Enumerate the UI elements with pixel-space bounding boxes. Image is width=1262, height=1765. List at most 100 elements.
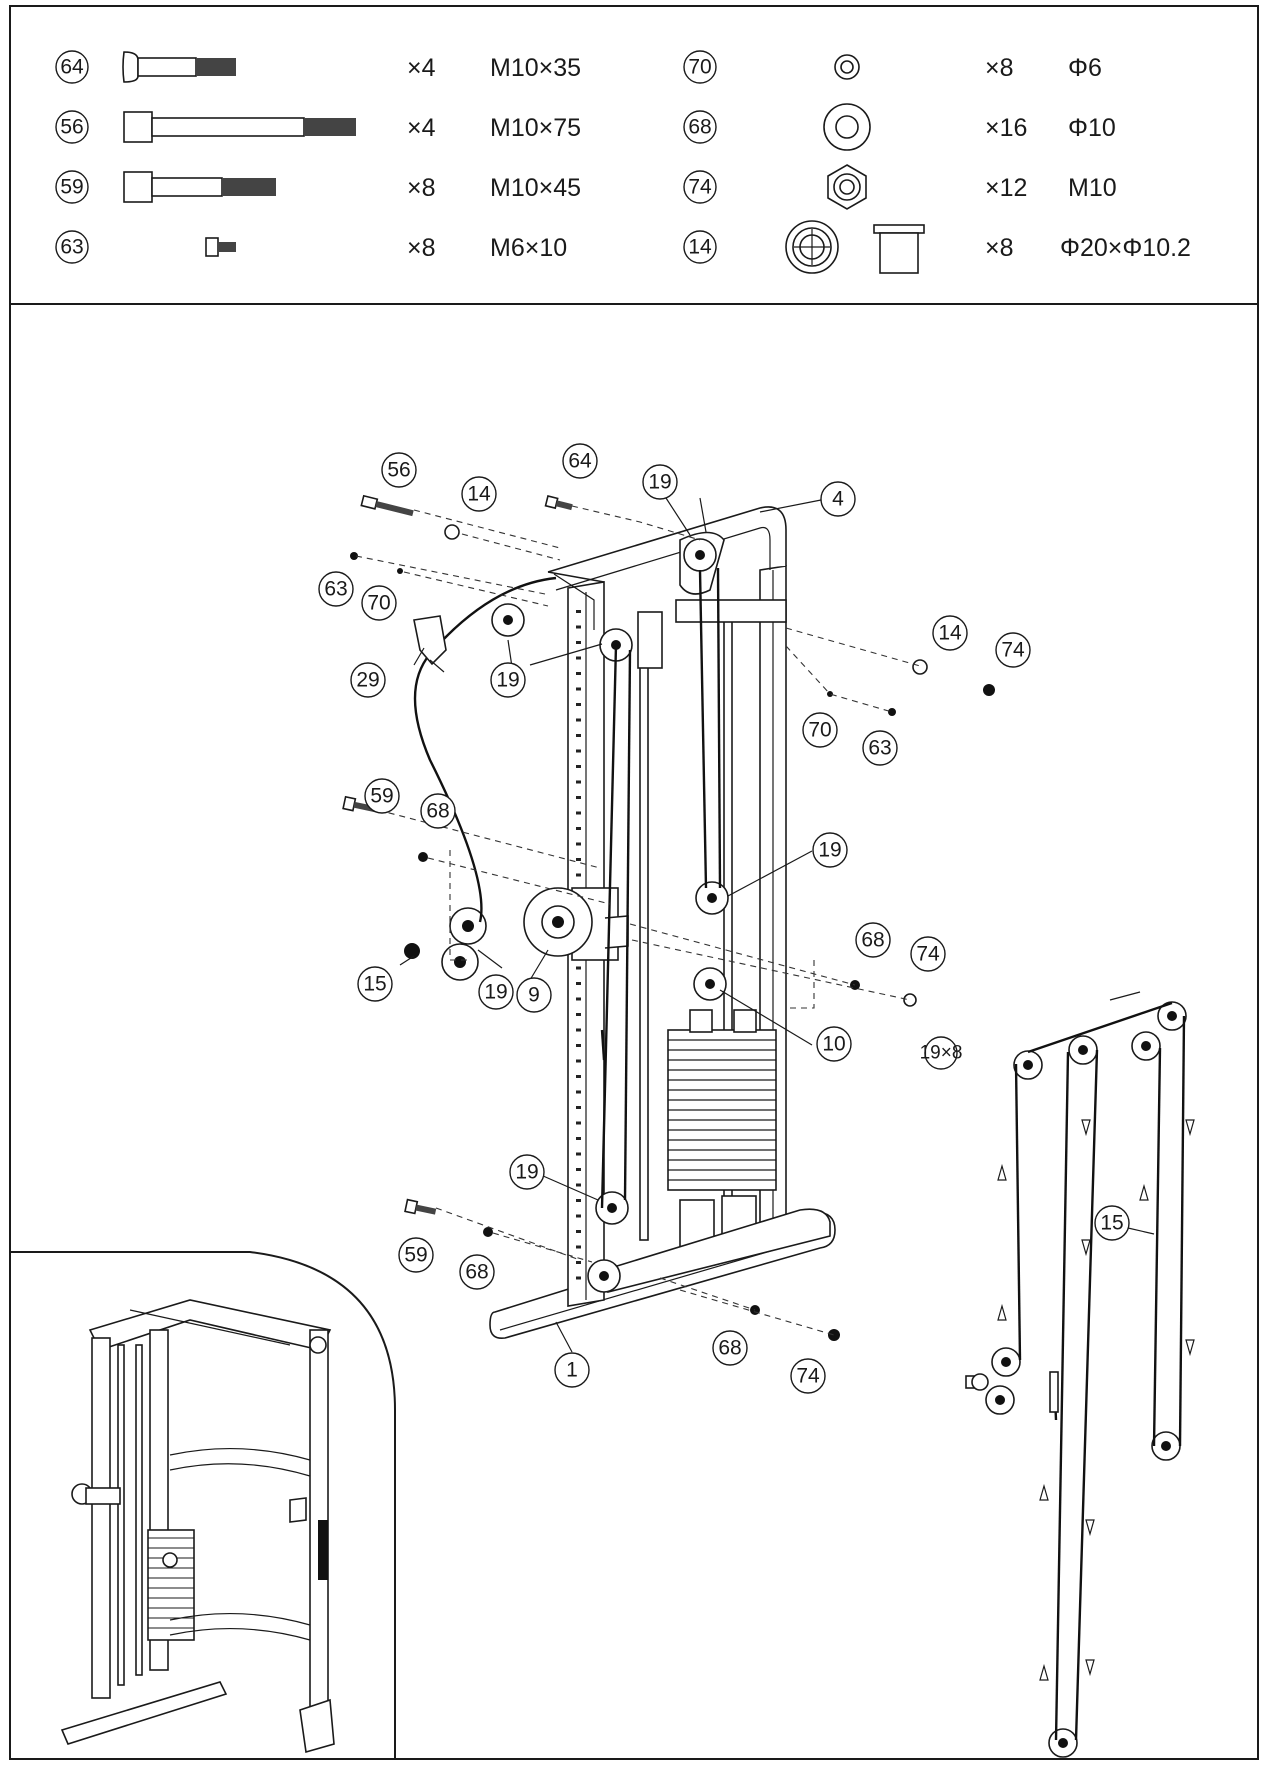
upright-hole <box>576 966 581 970</box>
callout-63: 63 <box>318 571 354 607</box>
washer-icon <box>823 103 871 151</box>
hardware-spec: M6×10 <box>490 234 567 262</box>
hardware-qty: ×8 <box>985 234 1014 262</box>
upright-hole <box>576 858 581 861</box>
svg-text:19: 19 <box>818 839 841 862</box>
upright-hole <box>576 734 581 737</box>
callout-14: 14 <box>932 615 968 651</box>
upright-hole <box>576 796 581 799</box>
svg-text:68: 68 <box>465 1261 488 1284</box>
svg-text:63: 63 <box>324 578 347 601</box>
svg-text:59: 59 <box>370 785 393 808</box>
upright-hole <box>576 1261 581 1264</box>
hardware-row: 14 ×8 Φ20×Φ10.2 <box>683 220 1191 274</box>
svg-text:4: 4 <box>832 488 844 511</box>
upright-hole <box>576 827 581 830</box>
callout-number: 56 <box>60 116 83 139</box>
upright-hole <box>576 1168 581 1171</box>
bushing-icon <box>444 524 460 540</box>
svg-text:9: 9 <box>528 984 540 1007</box>
bolt-icon <box>350 552 358 560</box>
svg-text:64: 64 <box>568 450 592 473</box>
callouts: 56 14 64 19 4 63 70 29 19 14 74 70 63 59… <box>318 443 1031 1394</box>
bolt-icon <box>544 495 573 511</box>
callout-74: 74 <box>995 632 1031 668</box>
upright-hole <box>576 765 581 768</box>
svg-text:19: 19 <box>648 471 671 494</box>
upright-hole <box>576 842 581 846</box>
callout-19: 19 <box>509 1154 545 1190</box>
upright-hole <box>576 780 581 784</box>
hardware-spec: M10 <box>1068 174 1117 202</box>
callout-circle <box>55 110 89 144</box>
upright-hole <box>576 1183 581 1187</box>
callout-19: 19 <box>642 464 678 500</box>
carriage <box>523 887 629 961</box>
bolt-icon <box>205 237 236 257</box>
callout-circle <box>683 230 717 264</box>
svg-text:68: 68 <box>718 1337 741 1360</box>
frame-pulleys <box>491 538 729 1293</box>
callout-68: 68 <box>420 793 456 829</box>
bottom-rail <box>603 1208 831 1293</box>
callout-68: 68 <box>855 922 891 958</box>
hex-nut-icon <box>983 684 995 696</box>
callout-19: 19 <box>490 662 526 698</box>
upright-hole <box>576 672 581 675</box>
hex-nut-icon <box>903 993 917 1007</box>
callout-10: 10 <box>816 1026 852 1062</box>
hardware-spec: M10×35 <box>490 54 581 82</box>
hardware-row: 68 ×16 Φ10 <box>683 103 1116 151</box>
callout-circle <box>55 170 89 204</box>
callout-number: 64 <box>60 56 84 79</box>
callout-number: 74 <box>688 176 712 199</box>
hardware-qty: ×8 <box>407 174 436 202</box>
upright-hole <box>576 641 581 644</box>
hardware-spec: M10×45 <box>490 174 581 202</box>
cable-routing-diagram: 19×8 15 <box>920 991 1195 1758</box>
hardware-spec: Φ6 <box>1068 54 1102 82</box>
callout-circle <box>683 110 717 144</box>
upright-hole <box>576 718 581 722</box>
upright-hole <box>576 749 581 753</box>
callout-number: 68 <box>688 116 711 139</box>
handle-clip <box>413 615 447 673</box>
bolt-icon <box>888 708 896 716</box>
hardware-qty: ×8 <box>407 234 436 262</box>
svg-text:56: 56 <box>387 459 410 482</box>
callout-circle <box>55 50 89 84</box>
exploded-view-frame <box>9 303 1259 1760</box>
hardware-table: 64 ×4 M10×35 56 ×4 M10×75 59 <box>55 50 1191 274</box>
svg-text:63: 63 <box>868 737 891 760</box>
svg-text:19: 19 <box>484 981 507 1004</box>
svg-text:29: 29 <box>356 669 379 692</box>
inset-frame <box>10 1251 396 1759</box>
hardware-spec: Φ10 <box>1068 114 1116 142</box>
callout-19x8: 19×8 <box>920 1036 962 1070</box>
callout-29: 29 <box>350 662 386 698</box>
washer-icon <box>397 568 403 574</box>
bolt-icon <box>965 1373 989 1391</box>
callout-number: 63 <box>60 236 83 259</box>
bushing-icon <box>785 220 925 274</box>
swivel-pulleys <box>404 907 487 981</box>
svg-text:68: 68 <box>861 929 884 952</box>
bolt-icon <box>123 171 276 203</box>
svg-text:59: 59 <box>404 1244 427 1267</box>
weight-plates <box>668 1039 776 1181</box>
callout-64: 64 <box>562 443 598 479</box>
washer-icon <box>827 691 833 697</box>
hardware-qty: ×8 <box>985 54 1014 82</box>
callout-number: 59 <box>60 176 83 199</box>
upright-hole <box>576 610 581 613</box>
callout-19: 19 <box>812 832 848 868</box>
upright-hole <box>576 1028 581 1032</box>
hardware-row: 64 ×4 M10×35 <box>55 50 581 84</box>
callout-68: 68 <box>712 1330 748 1366</box>
cable <box>413 567 722 1209</box>
callout-circle <box>683 170 717 204</box>
hardware-row: 59 ×8 M10×45 <box>55 170 581 204</box>
callout-circle <box>55 230 89 264</box>
weight-stack <box>667 1009 777 1255</box>
leader-lines <box>399 497 822 1353</box>
